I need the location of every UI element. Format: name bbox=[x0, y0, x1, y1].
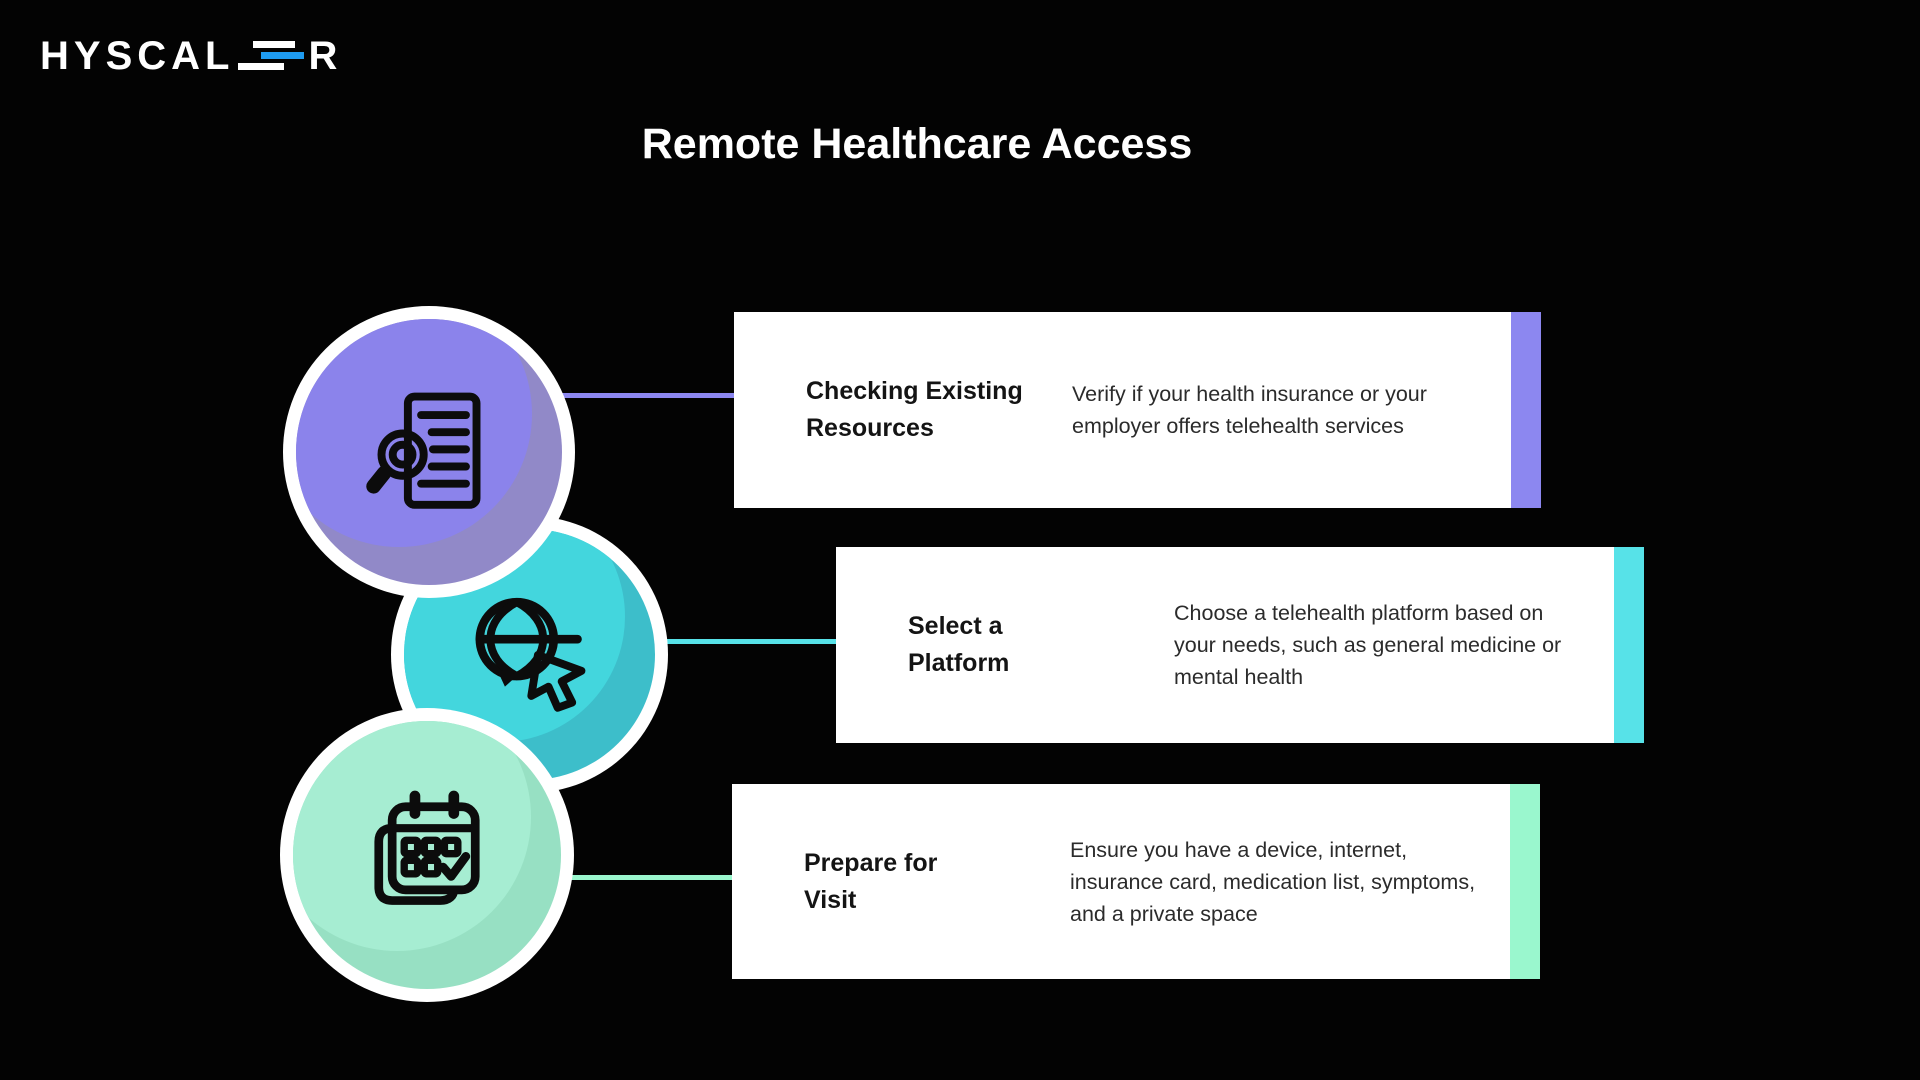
logo-e-top-bar bbox=[253, 41, 296, 48]
step3-description: Ensure you have a device, internet, insu… bbox=[1070, 837, 1476, 926]
step2-accent-bar bbox=[1614, 547, 1644, 743]
connector-line-2 bbox=[640, 639, 838, 644]
step1-description: Verify if your health insurance or your … bbox=[1072, 382, 1427, 438]
page-title: Remote Healthcare Access bbox=[641, 120, 1193, 168]
step1-accent-bar bbox=[1511, 312, 1541, 508]
connector-line-3 bbox=[550, 875, 734, 880]
step3-title: Prepare for Visit bbox=[804, 848, 938, 914]
logo-e-bottom-bar bbox=[238, 63, 285, 70]
connector-line-1 bbox=[550, 393, 736, 398]
logo-text-left: HYSCAL bbox=[40, 34, 235, 78]
step1-card: Checking Existing Resources Verify if yo… bbox=[734, 312, 1541, 508]
logo-text-right: R bbox=[308, 34, 343, 78]
step1-circle bbox=[283, 306, 575, 598]
hyscaler-logo: HYSCAL R bbox=[40, 36, 342, 76]
step3-circle bbox=[280, 708, 574, 1002]
step3-accent-bar bbox=[1510, 784, 1540, 979]
step2-description: Choose a telehealth platform based on yo… bbox=[1174, 601, 1562, 689]
step2-title: Select a Platform bbox=[908, 612, 1010, 677]
step3-card: Prepare for Visit Ensure you have a devi… bbox=[732, 784, 1540, 979]
logo-e-glyph bbox=[238, 41, 305, 71]
calendar-check-icon bbox=[374, 790, 480, 905]
step2-card: Select a Platform Choose a telehealth pl… bbox=[836, 547, 1644, 743]
globe-cursor-icon bbox=[475, 597, 585, 712]
step1-title: Checking Existing Resources bbox=[806, 377, 1023, 442]
logo-e-middle-bar bbox=[261, 52, 305, 59]
document-search-icon bbox=[366, 392, 481, 509]
